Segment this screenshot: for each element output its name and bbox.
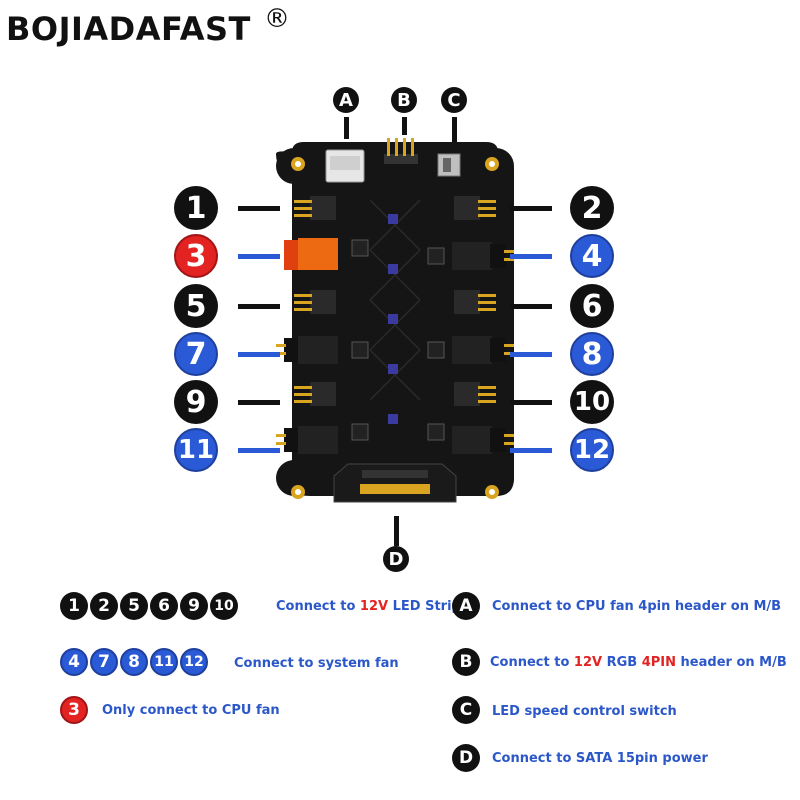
port-3-badge: 3 <box>174 234 218 278</box>
port-7-badge: 7 <box>174 332 218 376</box>
port-11-line <box>238 448 280 453</box>
connector-d <box>333 463 457 503</box>
port-12-badge: 12 <box>570 428 614 472</box>
port-9-badge: 9 <box>174 380 218 424</box>
port-6-badge: 6 <box>570 284 614 328</box>
label-a-line <box>344 117 349 139</box>
legend-b-text: Connect to 12V RGB 4PIN header on M/B <box>490 655 787 670</box>
legend-badge-9: 9 <box>180 592 208 620</box>
port-2-line <box>510 206 552 211</box>
legend-badge-3: 3 <box>60 696 88 724</box>
label-c-line <box>452 117 457 145</box>
port-7-line <box>238 352 280 357</box>
legend-d-badge: D <box>452 744 480 772</box>
legend-cpu-text: Only connect to CPU fan <box>102 703 280 718</box>
legend-c-text: LED speed control switch <box>492 704 677 719</box>
port-10-badge: 10 <box>570 380 614 424</box>
legend-badge-1: 1 <box>60 592 88 620</box>
port-4-line <box>510 254 552 259</box>
port-8-badge: 8 <box>570 332 614 376</box>
registered-mark: ® <box>264 4 291 34</box>
legend-badge-10: 10 <box>210 592 238 620</box>
label-b-badge: B <box>391 87 417 113</box>
port-10-line <box>510 400 552 405</box>
port-2-badge: 2 <box>570 186 614 230</box>
port-3-line <box>238 254 280 259</box>
port-6-line <box>510 304 552 309</box>
port-5-badge: 5 <box>174 284 218 328</box>
port-1-line <box>238 206 280 211</box>
port-1-badge: 1 <box>174 186 218 230</box>
legend-led-text: Connect to 12V LED Strip <box>276 599 461 614</box>
label-d-badge: D <box>383 546 409 572</box>
port-9-line <box>238 400 280 405</box>
legend-badge-12: 12 <box>180 648 208 676</box>
hub-board-illustration <box>276 138 514 503</box>
label-c-badge: C <box>441 87 467 113</box>
legend-badge-7: 7 <box>90 648 118 676</box>
legend-led-badges: 1 2 5 6 9 10 <box>60 592 238 620</box>
port-5-line <box>238 304 280 309</box>
legend-c-badge: C <box>452 696 480 724</box>
connector-b <box>384 154 418 164</box>
legend-badge-6: 6 <box>150 592 178 620</box>
label-a-badge: A <box>333 87 359 113</box>
label-d-line <box>394 516 399 546</box>
legend-badge-2: 2 <box>90 592 118 620</box>
brand-name: BOJIADAFAST <box>6 10 251 48</box>
legend-b-badge: B <box>452 648 480 676</box>
legend-badge-8: 8 <box>120 648 148 676</box>
legend-badge-11: 11 <box>150 648 178 676</box>
port-12-line <box>510 448 552 453</box>
legend-a-badge: A <box>452 592 480 620</box>
legend-badge-5: 5 <box>120 592 148 620</box>
port-11-badge: 11 <box>174 428 218 472</box>
legend-badge-4: 4 <box>60 648 88 676</box>
port-4-badge: 4 <box>570 234 614 278</box>
port-8-line <box>510 352 552 357</box>
legend-sys-text: Connect to system fan <box>234 656 399 671</box>
label-b-line <box>402 117 407 135</box>
legend-a-text: Connect to CPU fan 4pin header on M/B <box>492 599 782 614</box>
legend-sys-badges: 4 7 8 11 12 <box>60 648 208 676</box>
legend-d-text: Connect to SATA 15pin power <box>492 751 708 766</box>
brand-logo: BOJIADAFAST ® <box>6 4 290 48</box>
